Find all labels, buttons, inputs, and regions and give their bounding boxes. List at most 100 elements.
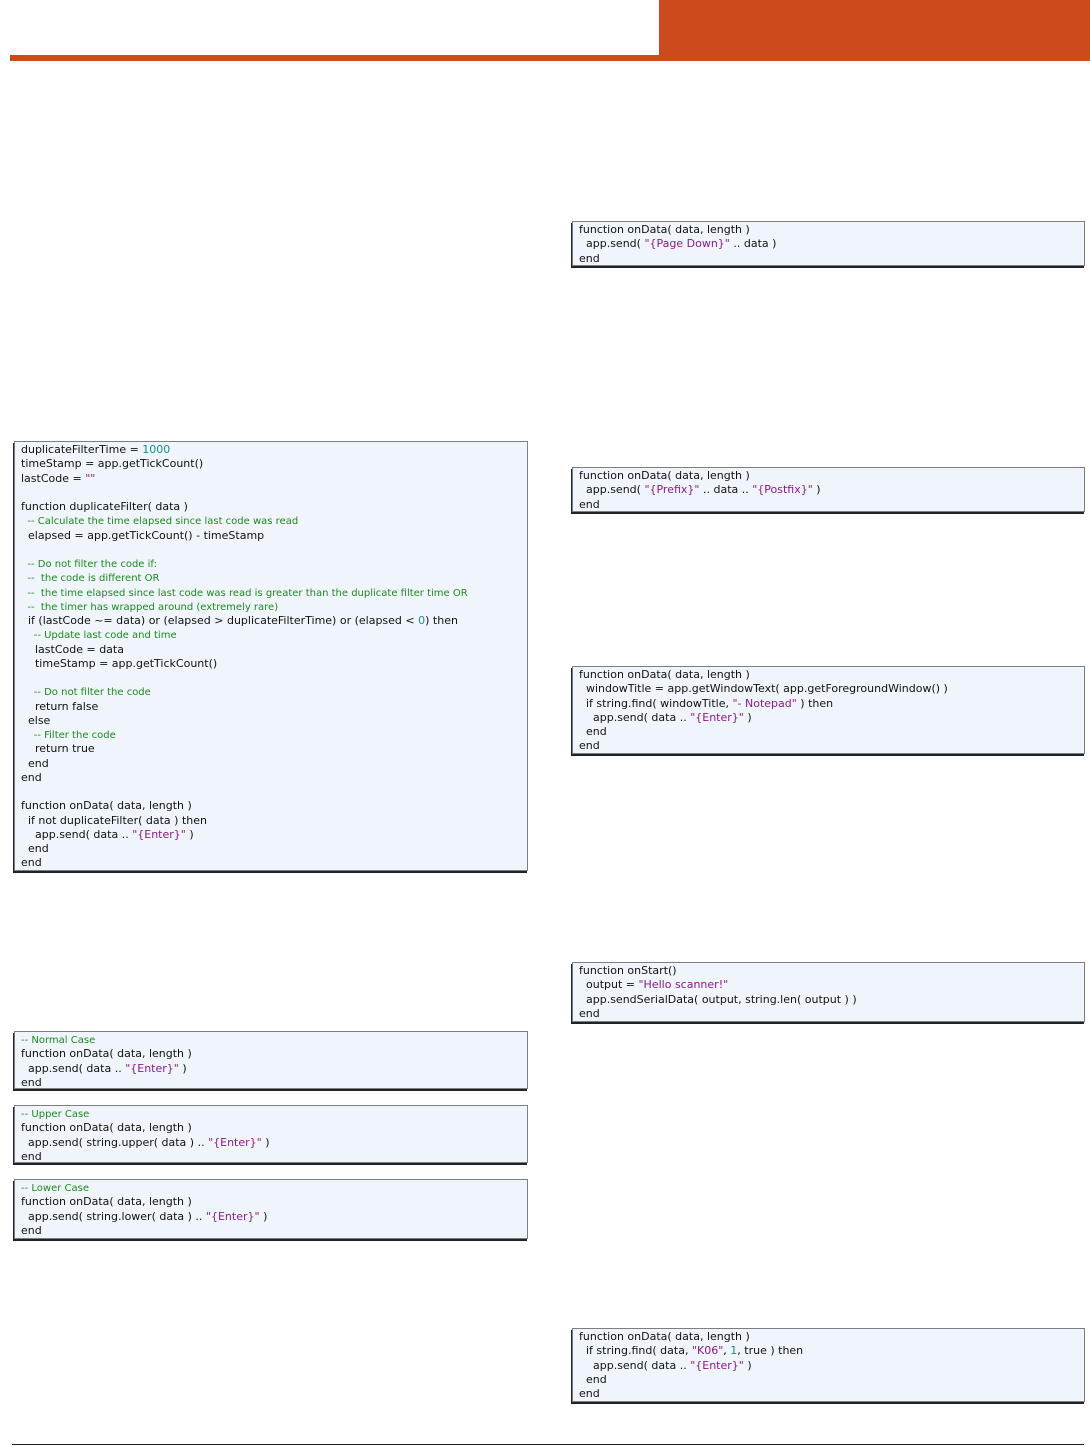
code-text: end: [579, 1372, 607, 1386]
code-text: end: [21, 856, 42, 870]
code-text: end: [21, 1149, 42, 1163]
code-comment: -- Filter the code: [21, 730, 116, 741]
code-text: ): [261, 1135, 270, 1149]
code-text: app.send( data ..: [579, 710, 691, 724]
code-line: app.send( "{Page Down}" .. data ): [579, 237, 1078, 251]
code-line: ​: [21, 671, 521, 685]
code-line: app.send( string.upper( data ) .. "{Ente…: [21, 1136, 521, 1150]
code-line: else: [21, 714, 521, 728]
code-text: else: [21, 713, 51, 727]
code-line: lastCode = "": [21, 472, 521, 486]
code-line: app.send( "{Prefix}" .. data .. "{Postfi…: [579, 483, 1078, 497]
code-line: end: [579, 725, 1078, 739]
code-line: end: [21, 842, 521, 856]
code-comment: -- Do not filter the code: [21, 687, 151, 699]
code-text: lastCode =: [21, 471, 86, 485]
code-line: end: [579, 739, 1078, 753]
code-line: if string.find( data, "K06", 1, true ) t…: [579, 1344, 1078, 1358]
code-text: if not duplicateFilter( data ) then: [21, 813, 207, 827]
code-line: ​: [21, 486, 521, 500]
code-line: function onStart(): [579, 964, 1078, 978]
code-text: end: [21, 1223, 42, 1237]
code-line: end: [579, 1007, 1078, 1021]
code-line: function onData( data, length ): [21, 1047, 521, 1061]
code-text: timeStamp = app.getTickCount(): [21, 457, 204, 471]
code-line: if string.find( windowTitle, "- Notepad"…: [579, 697, 1078, 711]
code-text: end: [21, 756, 49, 770]
header-tab: [659, 0, 1090, 60]
code-comment: -- Upper Case: [21, 1109, 90, 1120]
code-text: function onData( data, length ): [21, 1195, 192, 1209]
code-text: elapsed = app.getTickCount() - timeStamp: [21, 528, 265, 542]
code-text: end: [579, 1387, 600, 1400]
code-text: , true ) then: [737, 1344, 804, 1358]
code-text: windowTitle = app.getWindowText( app.get…: [579, 682, 948, 696]
code-text: end: [579, 251, 600, 265]
code-line: app.send( data .. "{Enter}" ): [579, 1359, 1078, 1373]
footer-rule: [12, 1444, 1084, 1445]
code-text: lastCode = data: [21, 642, 124, 656]
code-line: end: [579, 252, 1078, 266]
code-text: function onData( data, length ): [21, 1047, 192, 1061]
code-line: end: [579, 1387, 1078, 1401]
code-text: ): [743, 710, 752, 724]
code-text: return true: [21, 742, 95, 756]
code-line: -- the timer has wrapped around (extreme…: [21, 600, 521, 614]
code-text: app.send( string.lower( data ) ..: [21, 1209, 206, 1223]
code-text: app.send(: [579, 237, 645, 251]
code-text: ): [812, 483, 821, 497]
code-number: 1000: [142, 443, 171, 456]
code-text: ): [185, 827, 194, 841]
code-line: timeStamp = app.getTickCount(): [21, 657, 521, 671]
code-line: end: [21, 1224, 521, 1238]
code-string: "{Prefix}": [644, 483, 700, 497]
code-text: function onData( data, length ): [21, 799, 192, 813]
code-text: end: [579, 725, 607, 738]
code-string: "": [85, 471, 96, 485]
code-line: function onData( data, length ): [21, 1121, 521, 1135]
code-text: end: [579, 1006, 600, 1020]
code-line: function onData( data, length ): [21, 799, 521, 813]
code-text: function onData( data, length ): [579, 668, 750, 681]
code-line: -- Calculate the time elapsed since last…: [21, 514, 521, 528]
code-line: if (lastCode ~= data) or (elapsed > dupl…: [21, 614, 521, 628]
code-string: "{Postfix}": [752, 483, 813, 497]
code-line: timeStamp = app.getTickCount(): [21, 457, 521, 471]
code-string: "{Enter}": [690, 1358, 744, 1372]
code-line: function onData( data, length ): [579, 223, 1078, 237]
code-string: "{Page Down}": [644, 237, 730, 251]
code-text: ) then: [425, 614, 458, 627]
code-number: 0: [418, 614, 426, 627]
code-line: if not duplicateFilter( data ) then: [21, 814, 521, 828]
code-line: -- Lower Case: [21, 1181, 521, 1195]
code-block-on-start: function onStart() output = "Hello scann…: [572, 962, 1085, 1022]
code-comment: -- Calculate the time elapsed since last…: [21, 516, 299, 528]
code-line: app.sendSerialData( output, string.len( …: [579, 993, 1078, 1007]
code-text: if (lastCode ~= data) or (elapsed > dupl…: [21, 614, 419, 627]
code-text: function onStart(): [579, 964, 677, 977]
code-text: output =: [579, 978, 639, 992]
code-text: end: [21, 842, 49, 855]
code-line: ​: [21, 543, 521, 557]
code-text: app.send( data ..: [21, 827, 133, 841]
code-line: -- Do not filter the code: [21, 685, 521, 699]
code-line: app.send( data .. "{Enter}" ): [21, 828, 521, 842]
code-line: end: [21, 1076, 521, 1088]
code-block-notepad-window: function onData( data, length ) windowTi…: [572, 666, 1085, 754]
code-text: return false: [21, 699, 99, 713]
code-line: function onData( data, length ): [579, 1330, 1078, 1344]
code-string: "K06": [691, 1344, 724, 1358]
code-block-page-down: function onData( data, length ) app.send…: [572, 221, 1085, 266]
code-string: "{Enter}": [208, 1135, 262, 1149]
code-line: -- Normal Case: [21, 1033, 521, 1047]
code-line: end: [21, 856, 521, 870]
code-number: 1: [730, 1344, 738, 1358]
code-text: timeStamp = app.getTickCount(): [21, 656, 218, 670]
code-line: output = "Hello scanner!": [579, 978, 1078, 992]
code-string: "{Enter}": [132, 827, 186, 841]
code-text: function onData( data, length ): [579, 1330, 750, 1343]
code-text: .. data ..: [699, 483, 753, 497]
